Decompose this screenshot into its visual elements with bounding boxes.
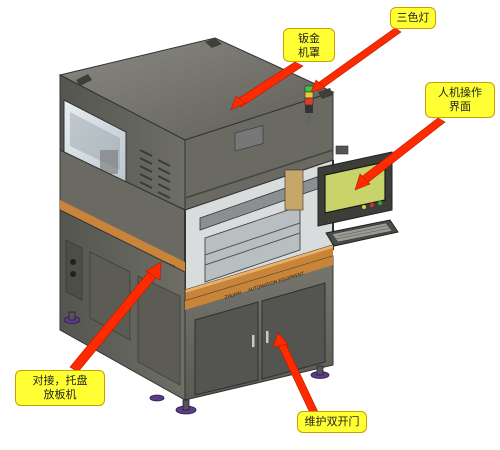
maintenance-doors — [194, 282, 326, 396]
callout-maintenance-doors: 维护双开门 — [297, 411, 367, 433]
leveling-feet — [63, 311, 330, 415]
callout-hmi-line2: 界面 — [449, 100, 471, 113]
arrow-tri-light — [314, 27, 402, 91]
callout-sheet-metal-line1: 钣金 — [298, 32, 320, 45]
arrow-hmi — [359, 117, 446, 185]
callout-sheet-metal-line2: 机罩 — [298, 46, 320, 59]
callout-docking-line2: 放板机 — [43, 388, 77, 401]
arrow-sheet-metal — [235, 61, 304, 108]
callout-tri-color-light-text: 三色灯 — [396, 11, 430, 24]
callout-sheet-metal: 钣金 机罩 — [283, 28, 335, 62]
callout-hmi: 人机操作 界面 — [425, 82, 495, 118]
callout-hmi-line1: 人机操作 — [438, 86, 482, 99]
callout-tri-color-light: 三色灯 — [390, 7, 436, 29]
callout-maintenance-doors-text: 维护双开门 — [304, 415, 360, 428]
callout-docking-line1: 对接，托盘 — [32, 374, 88, 387]
tri-color-light — [304, 85, 314, 125]
callout-docking-tray-loader: 对接，托盘 放板机 — [15, 370, 105, 406]
orange-stripe — [60, 200, 333, 301]
callout-arrows — [69, 27, 446, 414]
